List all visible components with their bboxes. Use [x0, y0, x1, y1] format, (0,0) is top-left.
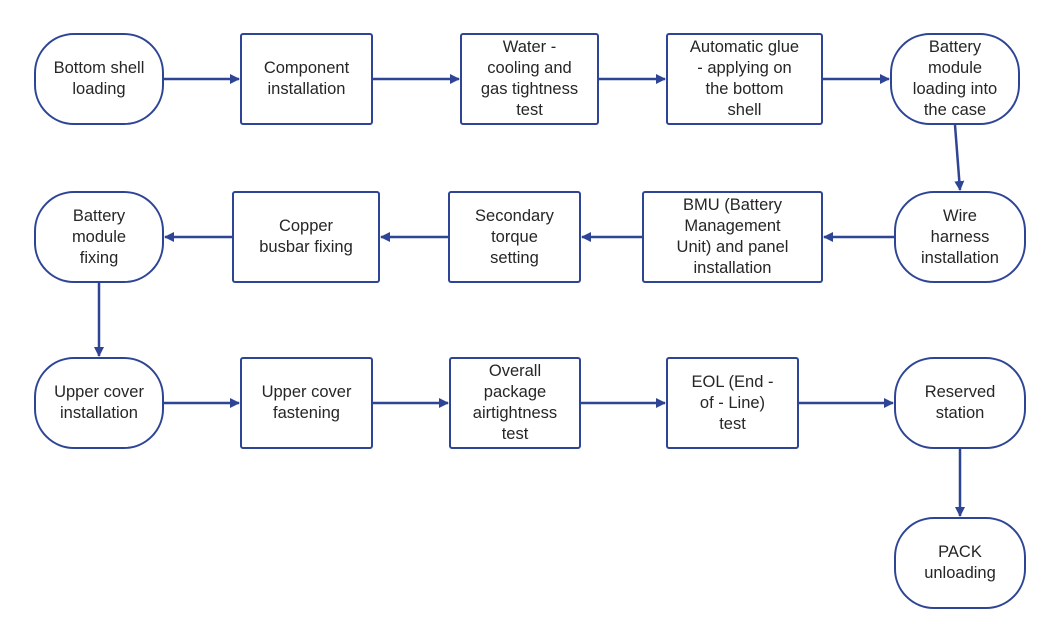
node-label: Secondary torque setting [475, 206, 554, 267]
node-label: PACK unloading [924, 543, 996, 582]
node-overall-package-airtightness-test: Overall package airtightness test [449, 357, 581, 449]
node-label: Battery module loading into the case [912, 38, 998, 119]
node-eol-test: EOL (End - of - Line) test [666, 357, 799, 449]
node-secondary-torque-setting: Secondary torque setting [448, 191, 581, 283]
node-bmu-panel-installation: BMU (Battery Management Unit) and panel … [642, 191, 823, 283]
node-label: Automatic glue - applying on the bottom … [689, 38, 800, 119]
node-copper-busbar-fixing: Copper busbar fixing [232, 191, 380, 283]
node-label: Component installation [263, 59, 350, 98]
node-label: EOL (End - of - Line) test [691, 372, 774, 433]
node-label: Upper cover installation [54, 383, 144, 422]
node-upper-cover-installation: Upper cover installation [34, 357, 164, 449]
node-water-cooling-gas-tightness-test: Water - cooling and gas tightness test [460, 33, 599, 125]
node-reserved-station: Reserved station [894, 357, 1026, 449]
node-label: Battery module fixing [71, 206, 127, 267]
node-bottom-shell-loading: Bottom shell loading [34, 33, 164, 125]
node-upper-cover-fastening: Upper cover fastening [240, 357, 373, 449]
node-battery-module-loading: Battery module loading into the case [890, 33, 1020, 125]
node-automatic-glue-applying: Automatic glue - applying on the bottom … [666, 33, 823, 125]
node-wire-harness-installation: Wire harness installation [894, 191, 1026, 283]
node-label: BMU (Battery Management Unit) and panel … [676, 196, 789, 277]
node-label: Upper cover fastening [261, 383, 352, 422]
node-label: Bottom shell loading [53, 59, 145, 98]
node-label: Reserved station [924, 383, 996, 422]
node-label: Copper busbar fixing [259, 217, 353, 256]
node-label: Wire harness installation [921, 206, 999, 267]
node-label: Water - cooling and gas tightness test [480, 38, 579, 119]
arrow-n5-to-n6 [953, 124, 965, 191]
node-component-installation: Component installation [240, 33, 373, 125]
node-battery-module-fixing: Battery module fixing [34, 191, 164, 283]
node-label: Overall package airtightness test [472, 362, 558, 443]
node-pack-unloading: PACK unloading [894, 517, 1026, 609]
